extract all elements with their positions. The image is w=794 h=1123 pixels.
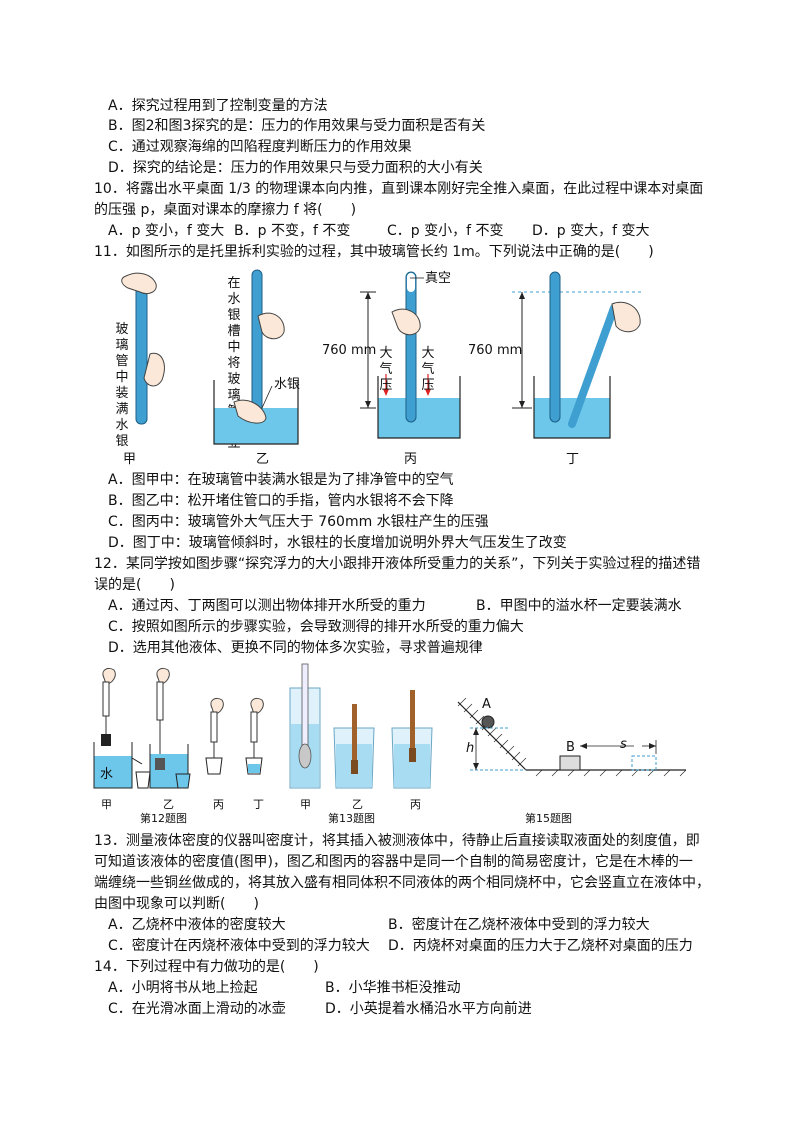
q12-option-c: C．按照如图所示的步骤实验，会导致测得的排开水所受的重力偏大	[108, 619, 524, 635]
q11-option-d: D．图丁中：玻璃管倾斜时，水银柱的长度增加说明外界大气压发生了改变	[108, 535, 567, 551]
q13-option-d: D．丙烧杯对桌面的压力大于乙烧杯对桌面的压力	[388, 938, 693, 954]
mm760-label-ding: 760 mm	[468, 343, 523, 358]
fig11-label-ding: 丁	[566, 452, 580, 467]
fig15-ball-label: A	[482, 697, 491, 712]
q14-option-d: D．小英提着水桶沿水平方向前进	[325, 1001, 532, 1017]
torricelli-figure-jia	[121, 272, 165, 425]
fig12-label-ding: 丁	[253, 798, 264, 811]
q10-option-b: B．p 不变，f 不变	[234, 223, 351, 239]
prev-option-b: B．图2和图3探究的是：压力的作用效果与受力面积是否有关	[108, 118, 486, 134]
torricelli-figure-yi	[213, 269, 299, 445]
hydrometer-figure	[289, 663, 433, 789]
q11-option-b: B．图乙中：松开堵住管口的手指，管内水银将不会下降	[108, 493, 454, 509]
prev-option-c: C．通过观察海绵的凹陷程度判断压力的作用效果	[108, 139, 412, 155]
fig12-water-label: 水	[100, 767, 114, 782]
fig13-label-bing: 丙	[410, 798, 421, 811]
fig11-label-bing: 丙	[404, 452, 418, 467]
atm-label-right: 大气压	[421, 346, 435, 393]
prev-option-a: A．探究过程用到了控制变量的方法	[108, 98, 328, 114]
fig11-label-yi: 乙	[256, 452, 270, 467]
torricelli-figure-bing	[360, 271, 461, 439]
atm-label-left: 大气压	[379, 346, 393, 393]
q12-option-a: A．通过丙、丁两图可以测出物体排开水所受的重力	[108, 598, 426, 614]
fig15-height-label: h	[466, 741, 475, 756]
q12-stem-line2: 误的是( )	[94, 577, 175, 593]
incline-slide-figure	[457, 697, 687, 777]
fig15-distance-label: s	[620, 737, 627, 752]
jia-tube-label: 玻璃管中装满水银	[115, 322, 129, 449]
q12-stem-line1: 12．某同学按如图步骤“探究浮力的大小跟排开液体所受重力的关系”，下列关于实验过…	[94, 556, 701, 572]
fig12-caption: 第12题图	[140, 812, 187, 825]
fig12-label-yi: 乙	[163, 798, 174, 811]
fig13-label-yi: 乙	[352, 798, 363, 811]
prev-option-d: D．探究的结论是：压力的作用效果只与受力面积的大小有关	[108, 160, 483, 176]
mercury-label: 水银	[274, 377, 301, 392]
q13-stem-line4: 由图中现象可以判断( )	[94, 896, 259, 912]
q10-stem-line2: 的压强 p，桌面对课本的摩擦力 f 将( )	[94, 202, 357, 218]
q12-option-b: B．甲图中的溢水杯一定要装满水	[476, 598, 682, 614]
fig11-label-jia: 甲	[123, 452, 137, 467]
q11-option-a: A．图甲中：在玻璃管中装满水银是为了排净管中的空气	[108, 472, 454, 488]
q12-option-d: D．选用其他液体、更换不同的物体多次实验，寻求普遍规律	[108, 640, 483, 656]
fig15-caption: 第15题图	[525, 812, 572, 825]
fig13-caption: 第13题图	[328, 812, 375, 825]
fig13-label-jia: 甲	[300, 798, 311, 811]
buoyancy-experiment-figure	[93, 667, 264, 789]
q10-option-d: D．p 变大，f 变大	[532, 223, 650, 239]
torricelli-figure-ding	[512, 271, 644, 439]
q13-stem-line1: 13．测量液体密度的仪器叫密度计，将其插入被测液体中，待静止后直接读取液面处的刻…	[94, 833, 700, 849]
fig15-block-label: B	[566, 740, 575, 755]
q11-stem: 11．如图所示的是托里拆利实验的过程，其中玻璃管长约 1m。下列说法中正确的是(…	[94, 244, 654, 260]
q13-stem-line3: 端缠绕一些铜丝做成的，将其放入盛有相同体积不同液体的两个相同烧杯中，它会竖直立在…	[94, 875, 710, 891]
q13-option-a: A．乙烧杯中液体的密度较大	[108, 917, 286, 933]
vacuum-label: 真空	[425, 271, 452, 286]
q13-stem-line2: 可知道该液体的密度值(图甲)，图乙和图丙的容器中是同一个自制的简易密度计，它是在…	[94, 854, 693, 870]
q14-option-a: A．小明将书从地上捡起	[108, 980, 258, 996]
fig12-label-jia: 甲	[101, 798, 112, 811]
q10-option-c: C．p 变小，f 不变	[387, 223, 504, 239]
q13-option-c: C．密度计在丙烧杯液体中受到的浮力较大	[108, 938, 370, 954]
mm760-label-bing: 760 mm	[322, 343, 377, 358]
q13-option-b: B．密度计在乙烧杯液体中受到的浮力较大	[388, 917, 650, 933]
q14-option-b: B．小华推书柜没推动	[325, 980, 461, 996]
q14-stem: 14．下列过程中有力做功的是( )	[94, 959, 319, 975]
fig12-label-bing: 丙	[213, 798, 224, 811]
q14-option-c: C．在光滑冰面上滑动的冰壶	[108, 1001, 286, 1017]
q11-option-c: C．图丙中：玻璃管外大气压大于 760mm 水银柱产生的压强	[108, 514, 489, 530]
q10-stem-line1: 10．将露出水平桌面 1/3 的物理课本向内推，直到课本刚好完全推入桌面，在此过…	[94, 181, 704, 197]
q10-option-a: A．p 变小，f 变大	[108, 223, 225, 239]
